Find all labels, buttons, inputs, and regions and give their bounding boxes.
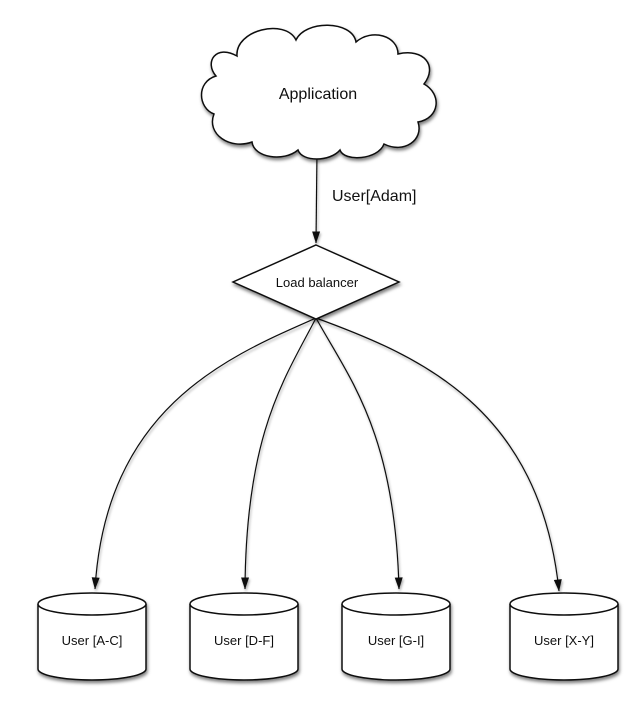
edge-group (91, 149, 562, 592)
cylinder-top (189, 592, 299, 616)
load-balancer-label: Load balancer (276, 275, 359, 290)
cylinder-body (37, 604, 147, 681)
shard-ac-label: User [A-C] (62, 633, 123, 648)
cylinder-body (189, 604, 299, 681)
shard-gi-label: User [G-I] (368, 633, 424, 648)
node-shard-df: User [D-F] (189, 592, 299, 681)
edge-loadbalancer-to-shard-gi (315, 317, 403, 590)
node-load-balancer: Load balancer (231, 244, 401, 320)
application-label: Application (279, 86, 357, 103)
cylinder-body (341, 604, 451, 681)
cylinder-body (509, 604, 619, 681)
shard-xy-label: User [X-Y] (534, 633, 594, 648)
edge-application-to-loadbalancer (312, 149, 321, 244)
edge-loadbalancer-to-shard-xy (315, 317, 562, 592)
node-shard-gi: User [G-I] (341, 592, 451, 681)
node-shard-xy: User [X-Y] (509, 592, 619, 681)
cylinder-top (341, 592, 451, 616)
cylinder-top (37, 592, 147, 616)
node-shard-ac: User [A-C] (37, 592, 147, 681)
cloud-shape (200, 24, 437, 160)
cylinder-top (509, 592, 619, 616)
node-application: Application (200, 24, 437, 160)
edge-label-user-adam: User[Adam] (332, 188, 416, 205)
edge-loadbalancer-to-shard-df (241, 317, 317, 590)
shard-df-label: User [D-F] (214, 633, 274, 648)
diamond-shape (231, 244, 401, 320)
edge-loadbalancer-to-shard-ac (91, 317, 317, 590)
